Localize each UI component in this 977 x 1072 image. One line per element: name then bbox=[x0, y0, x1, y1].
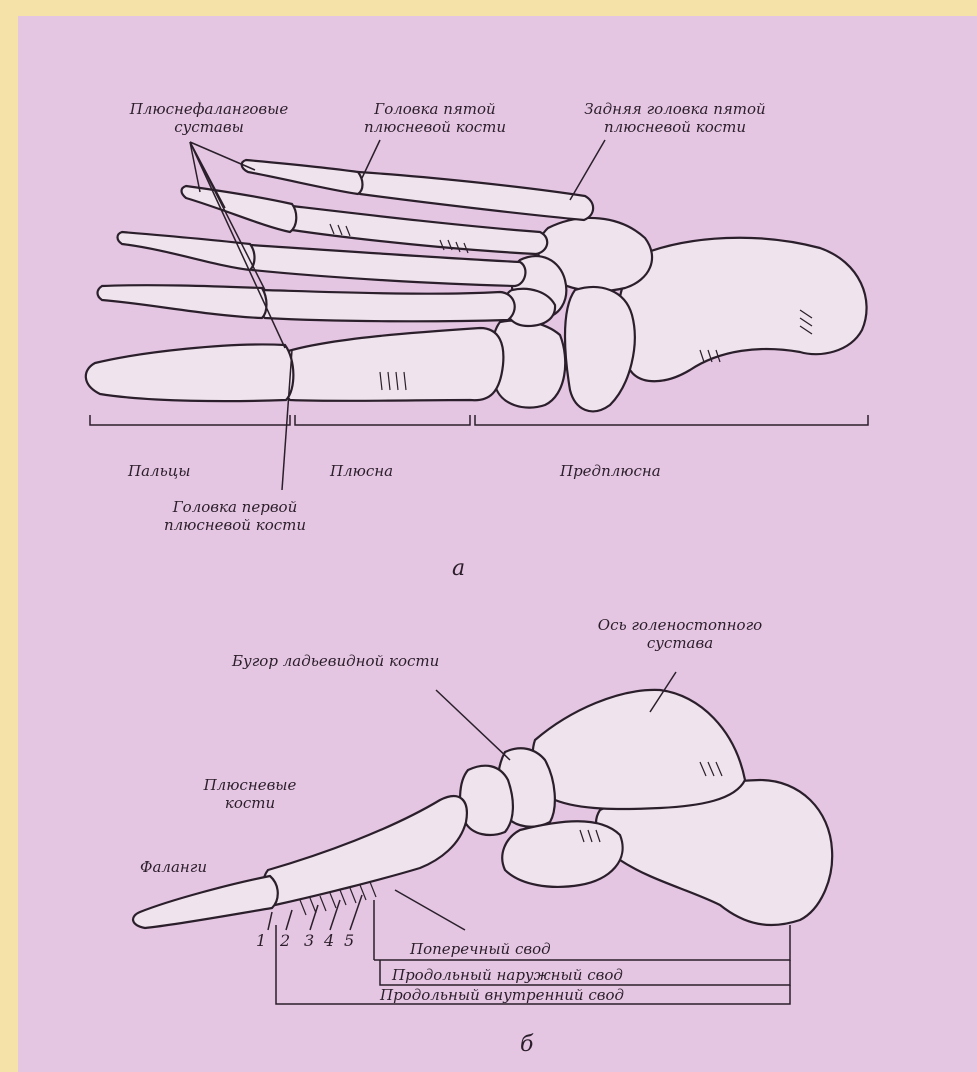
label-mtp-joints-line1: Плюснефаланговые bbox=[104, 100, 314, 118]
metatarsal-number-2: 2 bbox=[280, 932, 290, 950]
label-head-first-metatarsal: Головка первой плюсневой кости bbox=[140, 498, 330, 534]
label-head-fifth-line1: Головка пятой bbox=[340, 100, 530, 118]
region-braces-a bbox=[90, 415, 868, 425]
label-navicular-tubercle: Бугор ладьевидной кости bbox=[232, 652, 439, 670]
label-longitudinal-outer-arch: Продольный наружный свод bbox=[392, 966, 623, 984]
label-posterior-head-fifth: Задняя головка пятой плюсневой кости bbox=[560, 100, 790, 136]
label-longitudinal-inner-arch: Продольный внутренний свод bbox=[380, 986, 624, 1004]
label-head-first-line2: плюсневой кости bbox=[140, 516, 330, 534]
label-metatarsal-bones: Плюсневые кости bbox=[180, 776, 320, 812]
metatarsal-1 bbox=[279, 328, 503, 401]
label-tarsus: Предплюсна bbox=[560, 462, 661, 480]
metatarsal-number-3: 3 bbox=[304, 932, 314, 950]
label-posterior-head-line1: Задняя головка пятой bbox=[560, 100, 790, 118]
label-transverse-arch: Поперечный свод bbox=[410, 940, 551, 958]
caption-a: а bbox=[452, 560, 465, 578]
label-posterior-head-line2: плюсневой кости bbox=[560, 118, 790, 136]
label-ankle-axis-line1: Ось голеностопного bbox=[570, 616, 790, 634]
label-phalanges: Фаланги bbox=[140, 858, 207, 876]
foot-top-view bbox=[86, 140, 868, 490]
side-tarsal-lower bbox=[502, 821, 622, 887]
label-ankle-axis: Ось голеностопного сустава bbox=[570, 616, 790, 652]
toe-5 bbox=[242, 160, 363, 194]
side-phalanges bbox=[133, 876, 278, 928]
label-head-first-line1: Головка первой bbox=[140, 498, 330, 516]
label-ankle-axis-line2: сустава bbox=[570, 634, 790, 652]
metatarsal-number-1: 1 bbox=[256, 932, 266, 950]
toe-2 bbox=[98, 285, 267, 318]
label-metatarsal-bones-line2: кости bbox=[180, 794, 320, 812]
label-head-fifth-metatarsal: Головка пятой плюсневой кости bbox=[340, 100, 530, 136]
metatarsal-5 bbox=[352, 172, 593, 220]
label-metatarsus: Плюсна bbox=[330, 462, 393, 480]
cuboid-bone bbox=[565, 287, 635, 411]
metatarsal-2 bbox=[257, 290, 515, 321]
side-talus bbox=[533, 690, 745, 809]
label-mtp-joints-line2: суставы bbox=[104, 118, 314, 136]
label-mtp-joints: Плюснефаланговые суставы bbox=[104, 100, 314, 136]
label-toes: Пальцы bbox=[128, 462, 190, 480]
side-metatarsal bbox=[263, 796, 467, 905]
label-metatarsal-bones-line1: Плюсневые bbox=[180, 776, 320, 794]
calcaneus-bone bbox=[618, 238, 866, 382]
toe-4 bbox=[182, 186, 297, 232]
caption-b: б bbox=[520, 1036, 533, 1054]
metatarsal-number-5: 5 bbox=[344, 932, 354, 950]
metatarsal-number-4: 4 bbox=[324, 932, 334, 950]
toe-1 bbox=[86, 344, 294, 401]
label-head-fifth-line2: плюсневой кости bbox=[340, 118, 530, 136]
side-cuneiform bbox=[460, 766, 513, 835]
